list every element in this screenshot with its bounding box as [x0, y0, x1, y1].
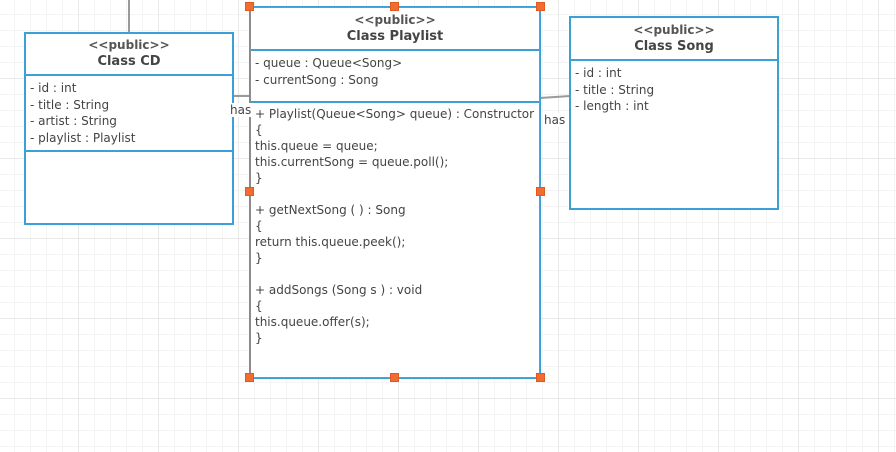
class-song-attributes: - id : int - title : String - length : i… [571, 61, 777, 119]
class-cd-attribute: - artist : String [30, 114, 117, 128]
class-cd-attribute: - id : int [30, 81, 77, 95]
class-playlist-header: <<public>> Class Playlist [251, 8, 539, 51]
class-playlist-operation-line: } [255, 331, 263, 345]
class-song-header: <<public>> Class Song [571, 18, 777, 61]
class-playlist-box[interactable]: <<public>> Class Playlist - queue : Queu… [249, 6, 541, 379]
class-song-attribute: - id : int [575, 66, 622, 80]
class-song-name: Class Song [634, 39, 714, 54]
class-playlist-operation-line [255, 266, 535, 282]
association-label-playlist-song[interactable]: has [543, 113, 567, 127]
class-cd-header: <<public>> Class CD [26, 34, 232, 76]
resize-handle-middle-right[interactable] [536, 187, 545, 196]
class-playlist-operation-line: this.queue = queue; [255, 139, 378, 153]
class-cd-stereotype: <<public>> [88, 38, 170, 52]
class-playlist-operation-line: } [255, 251, 263, 265]
class-playlist-operation-line: + addSongs (Song s ) : void [255, 283, 423, 297]
class-song-box[interactable]: <<public>> Class Song - id : int - title… [569, 16, 779, 210]
class-playlist-attribute: - queue : Queue<Song> [255, 56, 403, 70]
class-playlist-attributes: - queue : Queue<Song> - currentSong : So… [251, 51, 539, 103]
resize-handle-bottom-center[interactable] [390, 373, 399, 382]
class-song-attribute: - length : int [575, 99, 649, 113]
class-playlist-operation-line: this.queue.offer(s); [255, 315, 370, 329]
class-playlist-operation-line: } [255, 171, 263, 185]
class-cd-box[interactable]: <<public>> Class CD - id : int - title :… [24, 32, 234, 225]
class-cd-attribute: - title : String [30, 97, 110, 112]
class-song-stereotype: <<public>> [633, 23, 715, 37]
class-cd-attributes: - id : int - title : String - artist : S… [26, 76, 232, 152]
class-playlist-operations: + Playlist(Queue<Song> queue) : Construc… [251, 103, 539, 349]
class-playlist-operation-line: + Playlist(Queue<Song> queue) : Construc… [255, 107, 535, 121]
class-cd-attribute: - playlist : Playlist [30, 130, 136, 145]
association-line-playlist-song[interactable] [539, 95, 571, 99]
class-cd-operations [26, 152, 232, 158]
class-playlist-operation-line: { [255, 219, 263, 233]
class-playlist-attribute: - currentSong : Song [255, 72, 379, 87]
class-playlist-operation-line: { [255, 299, 263, 313]
class-playlist-operation-line: this.currentSong = queue.poll(); [255, 155, 449, 169]
resize-handle-top-center[interactable] [390, 2, 399, 11]
resize-handle-middle-left[interactable] [245, 187, 254, 196]
resize-handle-top-right[interactable] [536, 2, 545, 11]
class-playlist-operation-line: + getNextSong ( ) : Song [255, 203, 406, 217]
class-cd-name: Class CD [97, 54, 161, 69]
class-song-attribute: - title : String [575, 82, 655, 97]
class-playlist-stereotype: <<public>> [354, 13, 436, 27]
class-playlist-operation-line: return this.queue.peek(); [255, 235, 406, 249]
resize-handle-top-left[interactable] [245, 2, 254, 11]
class-playlist-name: Class Playlist [346, 29, 444, 44]
association-label-cd-playlist[interactable]: has [229, 103, 253, 117]
class-playlist-operation-line: { [255, 123, 263, 137]
class-playlist-operation-line [255, 186, 535, 202]
resize-handle-bottom-right[interactable] [536, 373, 545, 382]
resize-handle-bottom-left[interactable] [245, 373, 254, 382]
